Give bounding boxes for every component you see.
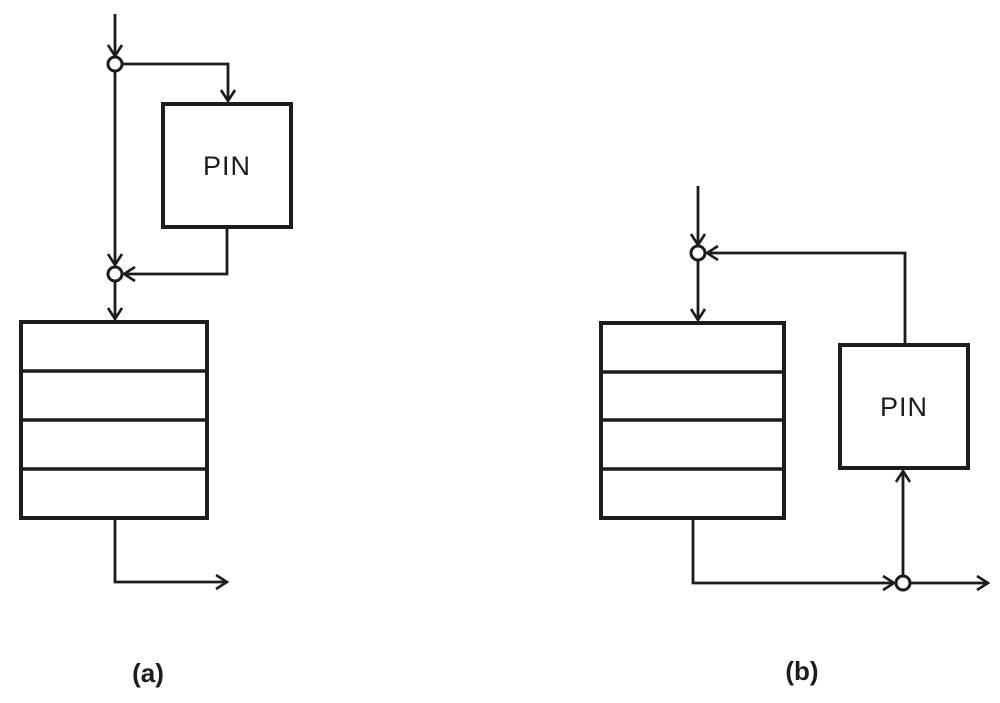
junction-circle-b-bottom — [894, 574, 912, 592]
junction-circle-a-mid — [106, 265, 124, 283]
branch-to-pin-a — [122, 62, 228, 101]
diagram-b: PIN (b) — [599, 186, 988, 686]
caption-b: (b) — [785, 656, 818, 686]
pin-b-feedback-line — [707, 253, 907, 345]
caption-a: (a) — [132, 658, 164, 688]
pin-a-feedback-line — [124, 227, 229, 274]
diagram-a: PIN (a) — [19, 14, 293, 688]
output-arrow-a — [113, 518, 227, 582]
pin-box-b-label: PIN — [880, 392, 928, 422]
junction-circle-b-top — [689, 244, 707, 262]
junction-circle-a-top — [106, 55, 124, 73]
pin-box-a-label: PIN — [203, 151, 251, 181]
pin-box-b — [838, 343, 970, 470]
stack-b-output-line — [691, 518, 894, 583]
